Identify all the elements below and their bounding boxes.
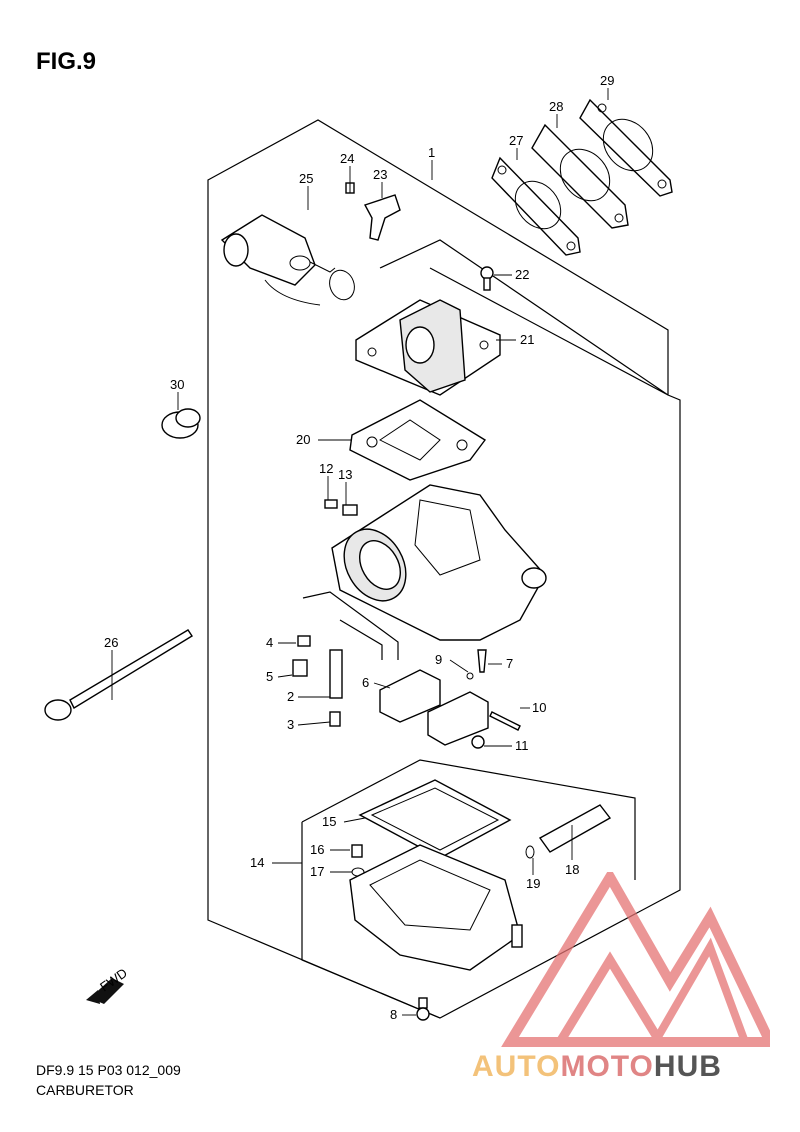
float-chamber-14 (349, 844, 523, 971)
callout-18: 18 (565, 862, 579, 877)
fwd-arrow-icon: FWD (86, 965, 130, 1004)
watermark-logo (501, 872, 770, 1047)
o-ring-25 (329, 269, 355, 301)
jet-5 (292, 659, 308, 677)
callout-21: 21 (520, 332, 534, 347)
callout-19: 19 (526, 876, 540, 891)
clip-19 (525, 845, 535, 859)
emulsion-tube-2 (329, 649, 343, 699)
callout-29: 29 (600, 73, 614, 88)
callout-20: 20 (296, 432, 310, 447)
callout-25: 25 (299, 171, 313, 186)
callout-24: 24 (340, 151, 354, 166)
jet-4 (297, 635, 311, 647)
watermark-auto: AUTO (472, 1050, 561, 1083)
needle-valve-7 (477, 649, 487, 673)
solenoid-25 (220, 214, 336, 306)
screw-12 (324, 499, 338, 509)
plug-16 (351, 844, 363, 858)
callout-3: 3 (287, 717, 294, 732)
figure-name: CARBURETOR (36, 1082, 134, 1098)
figure-title: FIG.9 (36, 48, 97, 75)
screw-22 (480, 266, 494, 291)
callout-16: 16 (310, 842, 324, 857)
pin-10 (489, 711, 521, 731)
spring-13 (342, 504, 358, 516)
callout-6: 6 (362, 675, 369, 690)
callout-9: 9 (435, 652, 442, 667)
callout-13: 13 (338, 467, 352, 482)
carburetor-body-1 (331, 484, 547, 641)
float-bowl-subframe (301, 759, 636, 1019)
main-jet-3 (329, 711, 341, 727)
callout-1: 1 (428, 145, 435, 160)
gasket-20 (349, 399, 487, 481)
callout-14: 14 (250, 855, 264, 870)
callout-12: 12 (319, 461, 333, 476)
jet-subframe (302, 591, 399, 660)
callout-27: 27 (509, 133, 523, 148)
callout-8: 8 (390, 1007, 397, 1022)
callout-30: 30 (170, 377, 184, 392)
gasket-27 (491, 156, 581, 256)
callout-2: 2 (287, 689, 294, 704)
bracket-23 (363, 194, 401, 241)
callout-17: 17 (310, 864, 324, 879)
watermark-moto: MOTO (560, 1050, 654, 1083)
hose-18 (538, 804, 612, 853)
callout-10: 10 (532, 700, 546, 715)
callout-28: 28 (549, 99, 563, 114)
screw-8 (416, 997, 430, 1021)
watermark-text: AUTOMOTOHUB (472, 1050, 722, 1084)
clip-9 (466, 672, 474, 680)
screw-24 (345, 182, 355, 194)
cover-21 (355, 299, 501, 396)
callout-5: 5 (266, 669, 273, 684)
callout-4: 4 (266, 635, 273, 650)
leader-lines (111, 88, 609, 1016)
callout-23: 23 (373, 167, 387, 182)
callout-7: 7 (506, 656, 513, 671)
float-6 (379, 669, 489, 746)
insulator-28 (531, 123, 629, 229)
cap-30 (161, 408, 201, 439)
screw-11 (471, 735, 485, 749)
callout-26: 26 (104, 635, 118, 650)
assembly-frame (207, 119, 681, 1019)
callout-22: 22 (515, 267, 529, 282)
figure-code: DF9.9 15 P03 012_009 (36, 1062, 181, 1078)
callout-15: 15 (322, 814, 336, 829)
watermark-hub: HUB (653, 1050, 722, 1083)
callout-11: 11 (515, 738, 529, 753)
gasket-15 (358, 779, 512, 859)
bolt-26 (44, 629, 193, 721)
gasket-29 (579, 98, 673, 197)
body-subframe (379, 239, 669, 396)
